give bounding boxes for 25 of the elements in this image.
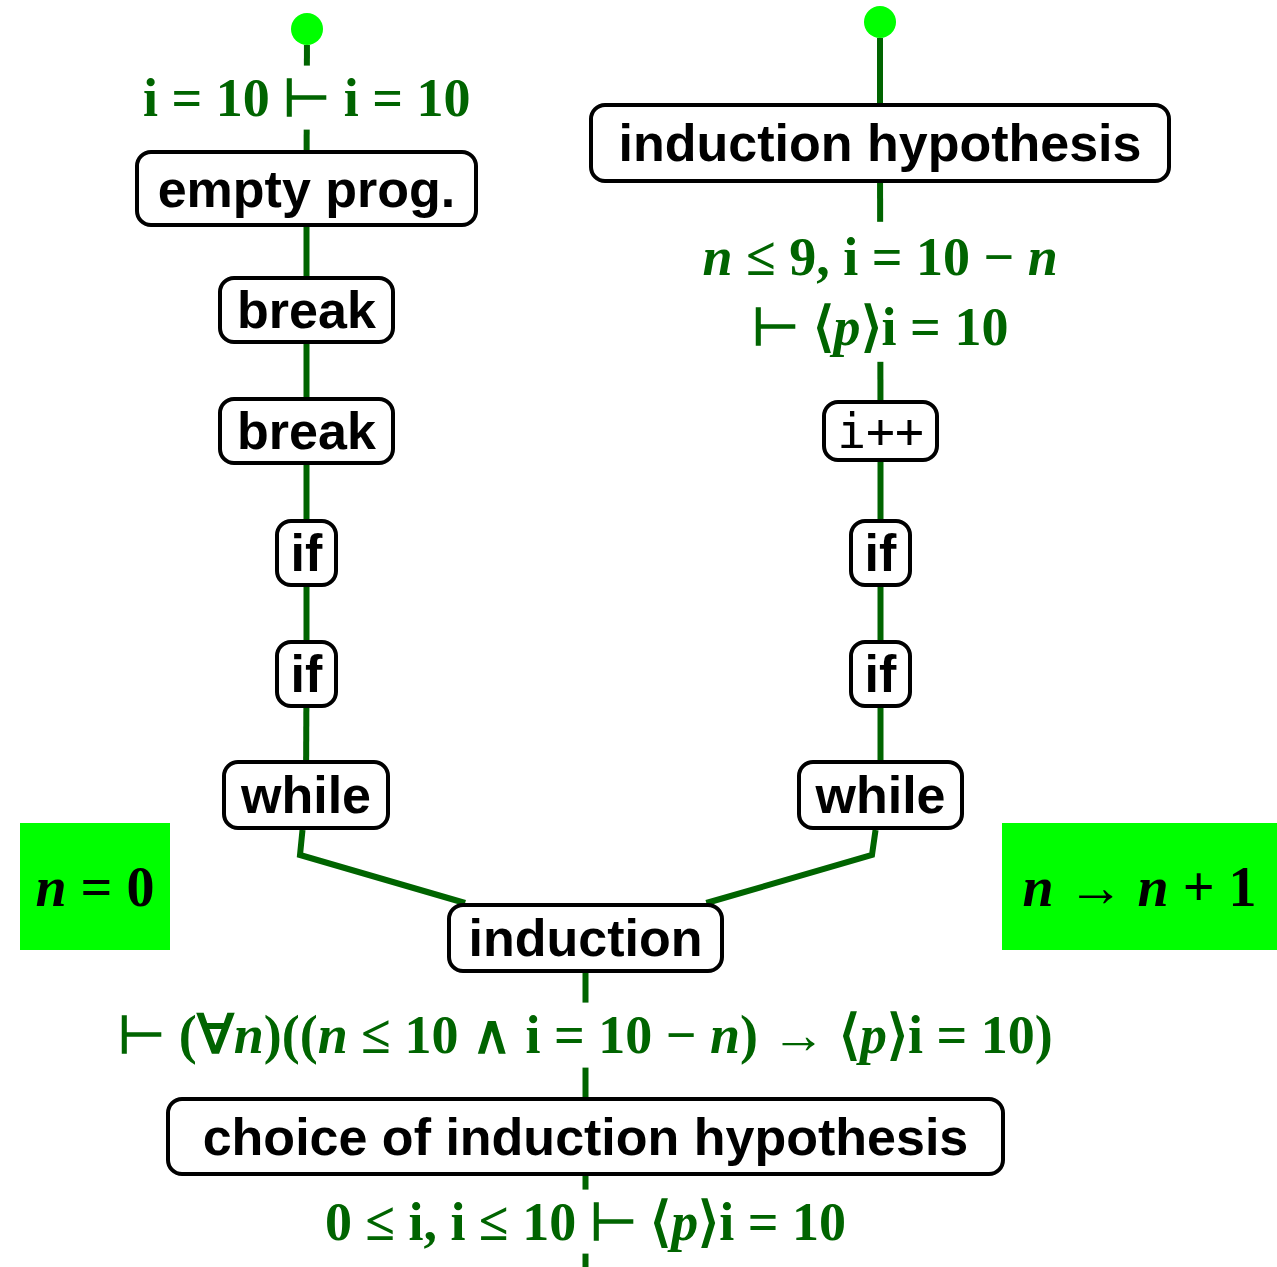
case-box [1002,823,1277,950]
proof-line [877,38,883,103]
start-dot [864,6,896,38]
sequent-label: 0 ≤ i, i ≤ 10 ⊢ ⟨p⟩i = 10 [324,1189,847,1254]
case-label: n = 0 [35,854,155,919]
proof-line [303,227,310,276]
sequent-label: i = 10 ⊢ i = 10 [143,65,471,130]
proof-line [705,829,879,906]
proof-line [296,829,466,906]
sequent-label: ⊢ (∀n)((n ≤ 10 ∧ i = 10 − n) → ⟨p⟩i = 10) [118,1002,1053,1068]
proof-line [303,708,310,761]
proof-line [877,708,884,760]
rule-box: if [849,640,912,708]
start-dot [291,13,323,45]
proof-line [303,465,310,519]
rule-box: if [275,640,338,708]
rule-box: if [849,519,912,587]
rule-box: if [275,519,338,587]
case-box [20,823,170,950]
proof-line [303,587,310,640]
case-label: n → n + 1 [1022,854,1257,919]
proof-line [303,344,310,397]
proof-line [877,462,884,519]
proof-line [877,587,884,640]
rule-box: i++ [822,400,939,462]
